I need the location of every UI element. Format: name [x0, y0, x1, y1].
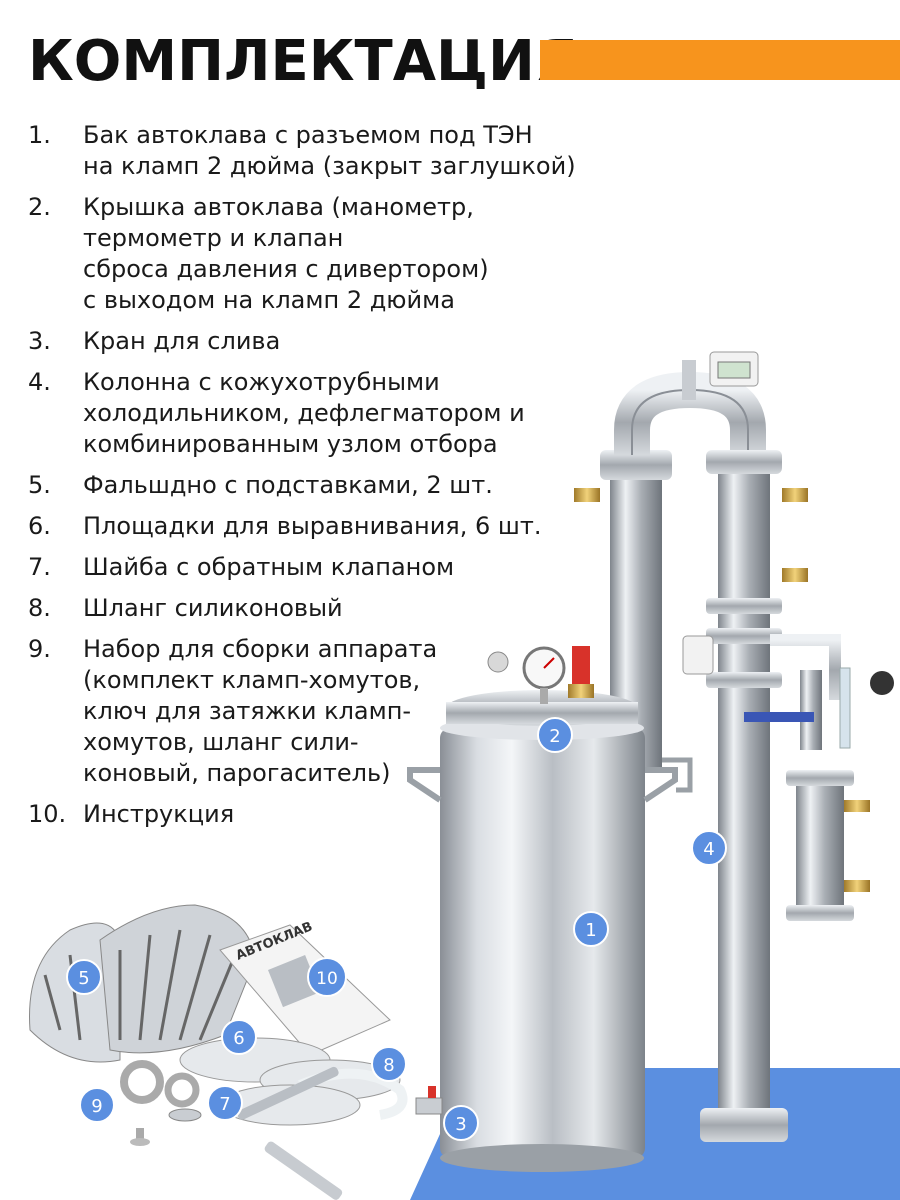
- instruction-manual: АВТОКЛАВ: [219, 919, 391, 1056]
- item-text: Фальшдно с подставками, 2 шт.: [83, 471, 493, 499]
- item-number: 7.: [28, 553, 51, 581]
- badge-4: 4: [691, 830, 727, 866]
- column-right-pipe: [718, 455, 770, 1135]
- false-bottom-discs: [29, 904, 256, 1063]
- contents-list: 1. Бак автоклава с разъемом под ТЭН на кл…: [28, 120, 588, 840]
- safety-valve: [572, 646, 590, 684]
- svg-text:3: 3: [455, 1114, 466, 1135]
- small-cooler: [796, 775, 844, 915]
- item-text: Бак автоклава с разъемом под ТЭН на клам…: [83, 121, 576, 180]
- svg-text:9: 9: [91, 1096, 102, 1117]
- item-number: 5.: [28, 471, 51, 499]
- list-item: 9. Набор для сборки аппарата (комплект кл…: [28, 634, 588, 789]
- svg-text:8: 8: [383, 1055, 394, 1076]
- list-item: 4. Колонна с кожухотрубными холодильником…: [28, 367, 588, 460]
- badge-6: 6: [221, 1019, 257, 1055]
- item-number: 1.: [28, 121, 51, 149]
- item-number: 6.: [28, 512, 51, 540]
- list-item: 8. Шланг силиконовый: [28, 593, 588, 624]
- list-item: 10. Инструкция: [28, 799, 588, 830]
- item-number: 8.: [28, 594, 51, 622]
- item-text: Кран для слива: [83, 327, 281, 355]
- autoclave-tank: [440, 728, 645, 1158]
- title-accent-bar: [540, 40, 900, 80]
- drain-tap: [415, 1097, 443, 1115]
- list-item: 1. Бак автоклава с разъемом под ТЭН на кл…: [28, 120, 588, 182]
- item-text: Набор для сборки аппарата (комплект клам…: [83, 635, 438, 787]
- clamp-kit: [120, 1060, 343, 1200]
- page-title: КОМПЛЕКТАЦИЯ: [28, 29, 578, 94]
- badge-2: 2: [537, 717, 573, 753]
- badge-10: 10: [307, 957, 347, 997]
- svg-text:10: 10: [316, 969, 338, 989]
- svg-text:7: 7: [219, 1094, 230, 1115]
- badge-1: 1: [573, 911, 609, 947]
- item-number: 3.: [28, 327, 51, 355]
- item-number: 2.: [28, 193, 51, 221]
- item-number: 4.: [28, 368, 51, 396]
- svg-text:5: 5: [78, 968, 89, 989]
- badge-7: 7: [207, 1085, 243, 1121]
- svg-text:2: 2: [549, 726, 560, 747]
- item-text: Колонна с кожухотрубными холодильником, …: [83, 368, 525, 458]
- thermometer: [682, 635, 714, 675]
- list-item: 5. Фальшдно с подставками, 2 шт.: [28, 470, 588, 501]
- list-item: 7. Шайба с обратным клапаном: [28, 552, 588, 583]
- svg-text:4: 4: [703, 839, 714, 860]
- svg-text:1: 1: [585, 920, 596, 941]
- list-item: 3. Кран для слива: [28, 326, 588, 357]
- item-number: 10.: [28, 800, 67, 828]
- item-text: Площадки для выравнивания, 6 шт.: [83, 512, 542, 540]
- list-item: 2. Крышка автоклава (манометр, термометр …: [28, 192, 588, 316]
- item-text: Инструкция: [83, 800, 235, 828]
- badge-9: 9: [79, 1087, 115, 1123]
- item-number: 9.: [28, 635, 51, 663]
- badge-5: 5: [66, 959, 102, 995]
- badge-8: 8: [371, 1046, 407, 1082]
- item-text: Шланг силиконовый: [83, 594, 343, 622]
- item-text: Шайба с обратным клапаном: [83, 553, 455, 581]
- list-item: 6. Площадки для выравнивания, 6 шт.: [28, 511, 588, 542]
- badge-3: 3: [443, 1105, 479, 1141]
- svg-text:6: 6: [233, 1028, 244, 1049]
- item-text: Крышка автоклава (манометр, термометр и …: [83, 193, 489, 314]
